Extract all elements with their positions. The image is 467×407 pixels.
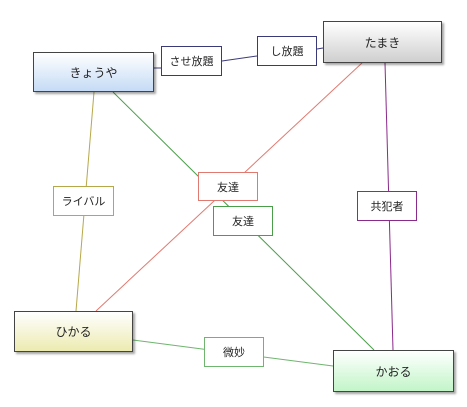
edge-label-bimyou[interactable]: 微妙	[204, 337, 264, 367]
edge-label-shihodai[interactable]: し放題	[257, 36, 317, 66]
node-kyouya-label: きょうや	[69, 65, 118, 80]
node-kaoru-label: かおる	[375, 364, 412, 379]
edge-label-tomodachi-tamaki-hikaru[interactable]: 友達	[198, 172, 258, 201]
edge-label-tomodachi-kyouya-kaoru[interactable]: 友達	[213, 206, 273, 236]
node-kyouya[interactable]: きょうや	[33, 52, 154, 92]
edge-kyouya-tamaki-end	[316, 47, 324, 50]
node-tamaki-label: たまき	[364, 35, 401, 50]
edge-label-text: 友達	[217, 180, 239, 194]
edge-label-sasehodai[interactable]: させ放題	[161, 46, 222, 76]
edge-label-text: 微妙	[223, 346, 245, 359]
edge-label-text: し放題	[270, 45, 304, 58]
node-tamaki[interactable]: たまき	[323, 21, 442, 63]
edge-label-text: させ放題	[169, 55, 214, 68]
edge-label-text: 共犯者	[370, 200, 404, 213]
edge-label-kyouhansha[interactable]: 共犯者	[357, 191, 417, 221]
edge-label-text: 友達	[232, 215, 254, 228]
node-kaoru[interactable]: かおる	[333, 350, 454, 392]
node-hikaru[interactable]: ひかる	[14, 311, 133, 352]
edge-label-text: ライバル	[61, 195, 106, 208]
edge-label-rival[interactable]: ライバル	[53, 186, 114, 216]
node-hikaru-label: ひかる	[55, 325, 92, 339]
edge-kyouya-tamaki-mid	[221, 55, 258, 62]
